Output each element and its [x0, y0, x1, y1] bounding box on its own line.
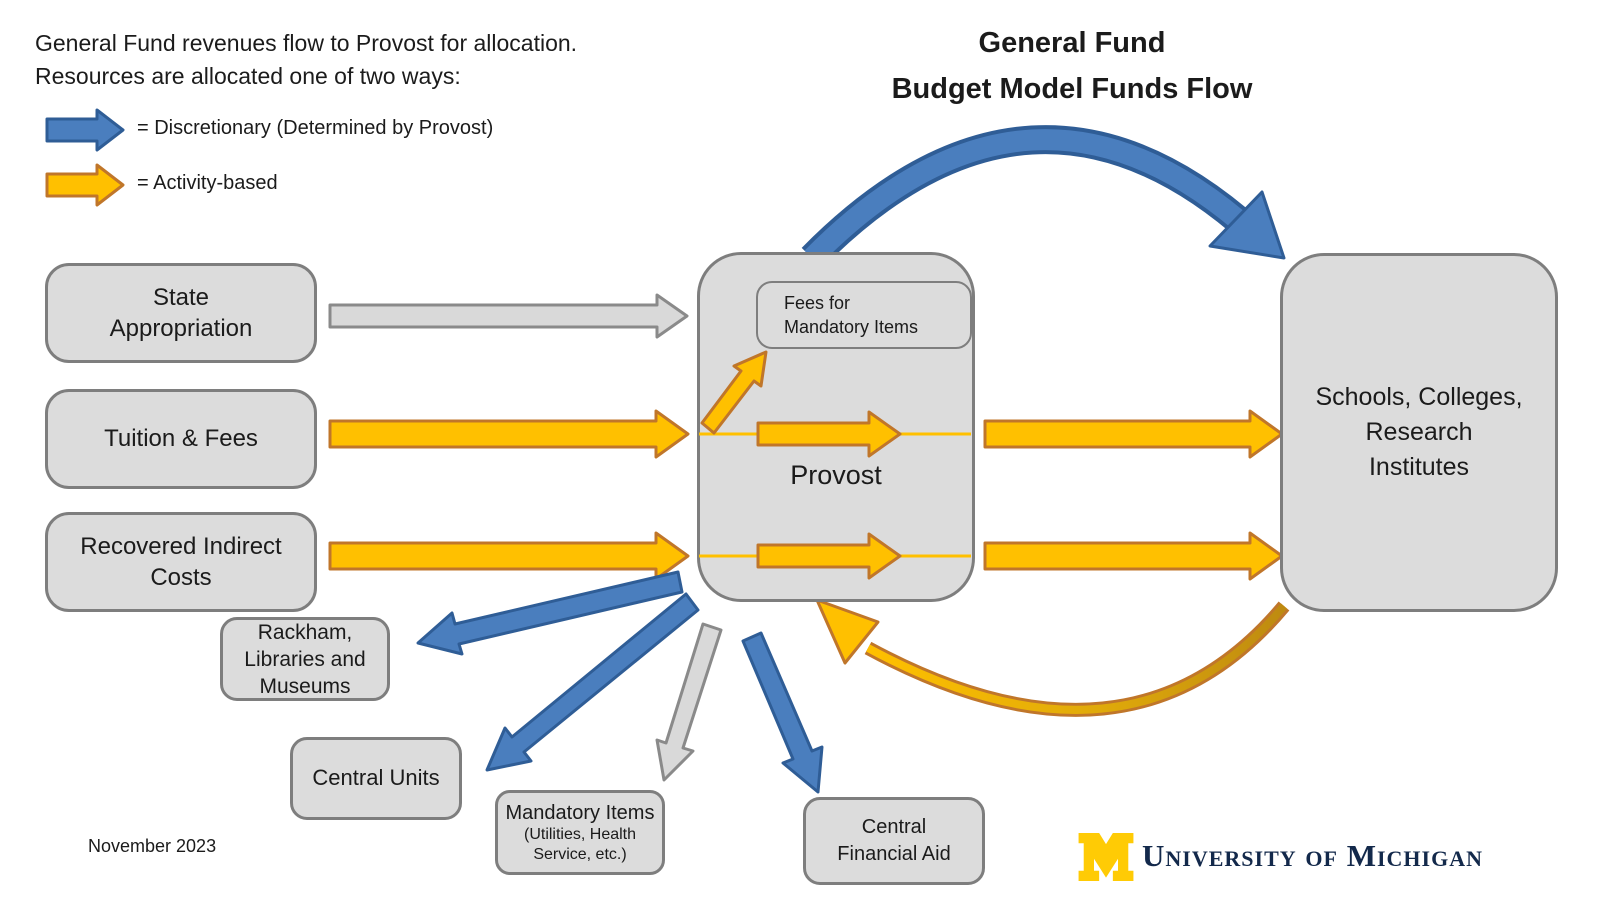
node-central-units: Central Units	[290, 737, 462, 820]
node-label: Appropriation	[109, 315, 253, 342]
node-mandatory-items: Mandatory Items (Utilities, Health Servi…	[495, 790, 665, 875]
node-label: Provost	[790, 460, 882, 490]
node-label: Rackham,	[257, 620, 353, 644]
arrow-provost-to-schools-curved	[801, 125, 1286, 269]
node-label: Museums	[259, 674, 351, 698]
arrow-provost-to-mandatory-items	[655, 622, 723, 782]
logo-wordmark: University of Michigan	[1142, 838, 1483, 873]
node-label: Tuition & Fees	[104, 425, 258, 453]
node-label: State	[152, 283, 210, 311]
block-m-icon	[1078, 833, 1134, 881]
node-tuition-and-fees: Tuition & Fees	[45, 389, 317, 489]
node-label: Libraries and	[244, 647, 366, 671]
title-line: General Fund	[978, 27, 1166, 59]
intro-line: General Fund revenues flow to Provost fo…	[35, 30, 578, 56]
node-label: Schools, Colleges,	[1315, 383, 1523, 411]
arrow-provost-to-schools-upper	[983, 409, 1284, 459]
node-state-appropriation: State Appropriation	[45, 263, 317, 363]
node-label: Central Units	[312, 765, 440, 791]
node-label: Recovered Indirect	[80, 532, 282, 560]
arrow-provost-to-schools-lower	[983, 531, 1284, 581]
date-label: November 2023	[88, 836, 217, 856]
arrow-tuition-to-provost	[328, 409, 690, 459]
node-fees-for-mandatory-items: Fees for Mandatory Items	[756, 281, 972, 349]
node-schools-colleges-research-institutes: Schools, Colleges, Research Institutes	[1280, 253, 1558, 612]
node-label: Mandatory Items	[784, 317, 919, 337]
title-line: Budget Model Funds Flow	[891, 73, 1253, 105]
node-rackham-libraries-museums: Rackham, Libraries and Museums	[220, 617, 390, 701]
node-label: Financial Aid	[837, 843, 951, 865]
legend-activity-arrow-icon	[45, 163, 125, 207]
node-central-financial-aid: Central Financial Aid	[803, 797, 985, 885]
node-recovered-indirect-costs: Recovered Indirect Costs	[45, 512, 317, 612]
arrow-recovered-to-provost	[328, 531, 690, 581]
legend-discretionary-label: = Discretionary (Determined by Provost)	[137, 117, 494, 139]
node-label: Central	[861, 816, 927, 838]
legend-discretionary-arrow-icon	[45, 108, 125, 152]
node-provost: Fees for Mandatory Items Provost	[697, 252, 975, 602]
intro-line: Resources are allocated one of two ways:	[35, 63, 461, 89]
arrow-schools-to-provost-return	[815, 598, 1290, 717]
node-label: Institutes	[1368, 453, 1470, 481]
arrow-provost-to-central-financial-aid	[741, 631, 824, 794]
intro-text: General Fund revenues flow to Provost fo…	[35, 27, 577, 93]
node-label: Research	[1365, 418, 1473, 446]
node-label: Service, etc.)	[533, 845, 627, 863]
arrow-state-to-provost	[328, 293, 689, 339]
legend-activity-label: = Activity-based	[137, 172, 278, 194]
node-label: Mandatory Items	[505, 801, 655, 824]
arrow-provost-to-rackham	[416, 570, 684, 656]
arrow-provost-to-central-units	[485, 592, 700, 772]
node-label: Costs	[150, 564, 212, 591]
node-label: (Utilities, Health	[523, 825, 637, 843]
node-label: Fees for	[784, 293, 851, 313]
page-title: General Fund Budget Model Funds Flow	[822, 20, 1322, 112]
